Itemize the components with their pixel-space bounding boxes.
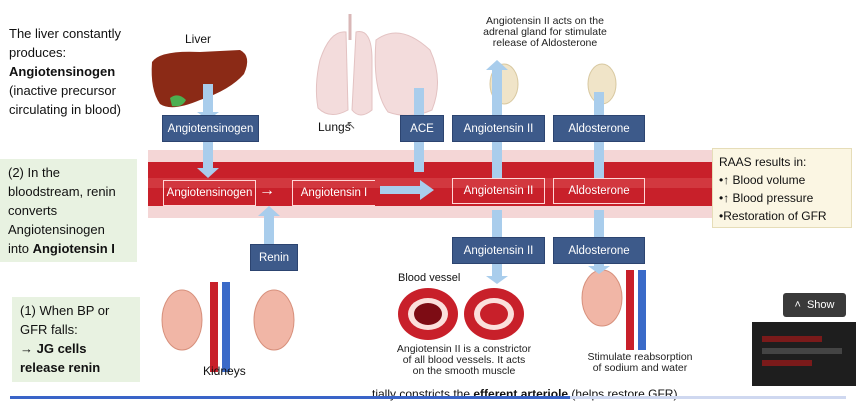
blood-vessel-label: Blood vessel <box>398 272 461 284</box>
step2-line: into <box>8 241 29 256</box>
caption-line: release of Aldosterone <box>492 37 598 49</box>
intro-line: (inactive precursor <box>9 83 116 98</box>
angiotensin-ii-top-box: Angiotensin II <box>452 115 545 142</box>
caption-line: adrenal gland for stimulate <box>483 26 607 38</box>
caption-line: of all blood vessels. It acts <box>402 354 526 366</box>
aldosterone-bottom-box: Aldosterone <box>553 237 645 264</box>
video-progress-fill <box>10 396 571 399</box>
vessel-angiotensin-i-box: Angiotensin I <box>292 180 375 206</box>
mouse-cursor-icon: ↖ <box>346 118 357 132</box>
show-button[interactable]: ˄ Show <box>783 293 846 317</box>
step2-line: (2) In the <box>8 165 61 180</box>
step1-note: (1) When BP or GFR falls: → JG cells rel… <box>12 297 140 382</box>
raas-diagram-graphics <box>148 14 712 372</box>
caption-line: of sodium and water <box>592 362 688 374</box>
adrenal-caption: Angiotensin II acts on the adrenal gland… <box>450 16 640 49</box>
thumbnail-bar <box>762 336 822 342</box>
raas-item: •↑ Blood volume <box>719 173 806 187</box>
vessel-angiotensin-ii-box: Angiotensin II <box>452 178 545 204</box>
intro-line: produces: <box>9 45 67 60</box>
step2-line: bloodstream, renin <box>8 184 116 199</box>
caption-line: on the smooth muscle <box>412 365 516 377</box>
intro-line: The liver constantly <box>9 26 121 41</box>
lungs-icon <box>315 14 373 116</box>
intro-text: The liver constantly produces: Angiotens… <box>9 24 149 119</box>
caption-line: Angiotensin II acts on the <box>486 15 604 27</box>
blood-vessel-left <box>148 150 372 218</box>
thumbnail-bar <box>762 360 812 366</box>
show-label: Show <box>806 299 835 311</box>
step2-line: converts <box>8 203 58 218</box>
caption-line: Stimulate reabsorption <box>587 351 693 363</box>
liver-label: Liver <box>185 32 212 46</box>
raas-item: •↑ Blood pressure <box>719 191 814 205</box>
step2-line: Angiotensinogen <box>8 222 105 237</box>
kidney-right-icon <box>581 269 646 350</box>
thumbnail-bar <box>762 348 842 354</box>
step1-line: (1) When BP or <box>20 303 110 318</box>
lungs-label: Lungs <box>318 120 351 134</box>
caption-line: Angiotensin II is a constrictor <box>396 343 532 355</box>
video-thumbnail[interactable] <box>752 322 856 387</box>
step2-last-line: into Angiotensin I <box>8 239 137 258</box>
step1-line: GFR falls: <box>20 322 78 337</box>
renin-box: Renin <box>250 244 298 271</box>
step1-bold: → JG cells <box>20 341 87 356</box>
ace-box: ACE <box>400 115 444 142</box>
kidneys-label: Kidneys <box>203 364 246 378</box>
arrow-right-icon: → <box>259 182 275 199</box>
step2-bold: Angiotensin I <box>32 241 115 256</box>
raas-item: •Restoration of GFR <box>719 209 827 223</box>
step2-note: (2) In the bloodstream, renin converts A… <box>0 159 137 262</box>
blood-vessel-right <box>372 150 712 218</box>
blood-vessel-cross-section-icon <box>398 288 524 340</box>
liver-icon <box>151 50 248 108</box>
reabsorption-caption: Stimulate reabsorption of sodium and wat… <box>570 352 710 374</box>
vessel-angiotensinogen-box: Angiotensinogen <box>163 180 256 206</box>
raas-results-note: RAAS results in: •↑ Blood volume •↑ Bloo… <box>712 148 852 228</box>
aldosterone-top-box: Aldosterone <box>553 115 645 142</box>
chevron-up-icon: ˄ <box>794 299 801 311</box>
lungs-right-icon <box>374 32 438 116</box>
angiotensinogen-box: Angiotensinogen <box>162 115 259 142</box>
intro-bold: Angiotensinogen <box>9 64 116 79</box>
vessel-aldosterone-box: Aldosterone <box>553 178 645 204</box>
constrictor-caption: Angiotensin II is a constrictor of all b… <box>376 344 552 377</box>
angiotensin-ii-bottom-box: Angiotensin II <box>452 237 545 264</box>
flow-arrows <box>197 60 610 284</box>
step1-bold: release renin <box>20 360 101 375</box>
raas-title: RAAS results in: <box>719 155 807 169</box>
intro-line: circulating in blood) <box>9 102 122 117</box>
kidneys-icon <box>161 282 295 372</box>
